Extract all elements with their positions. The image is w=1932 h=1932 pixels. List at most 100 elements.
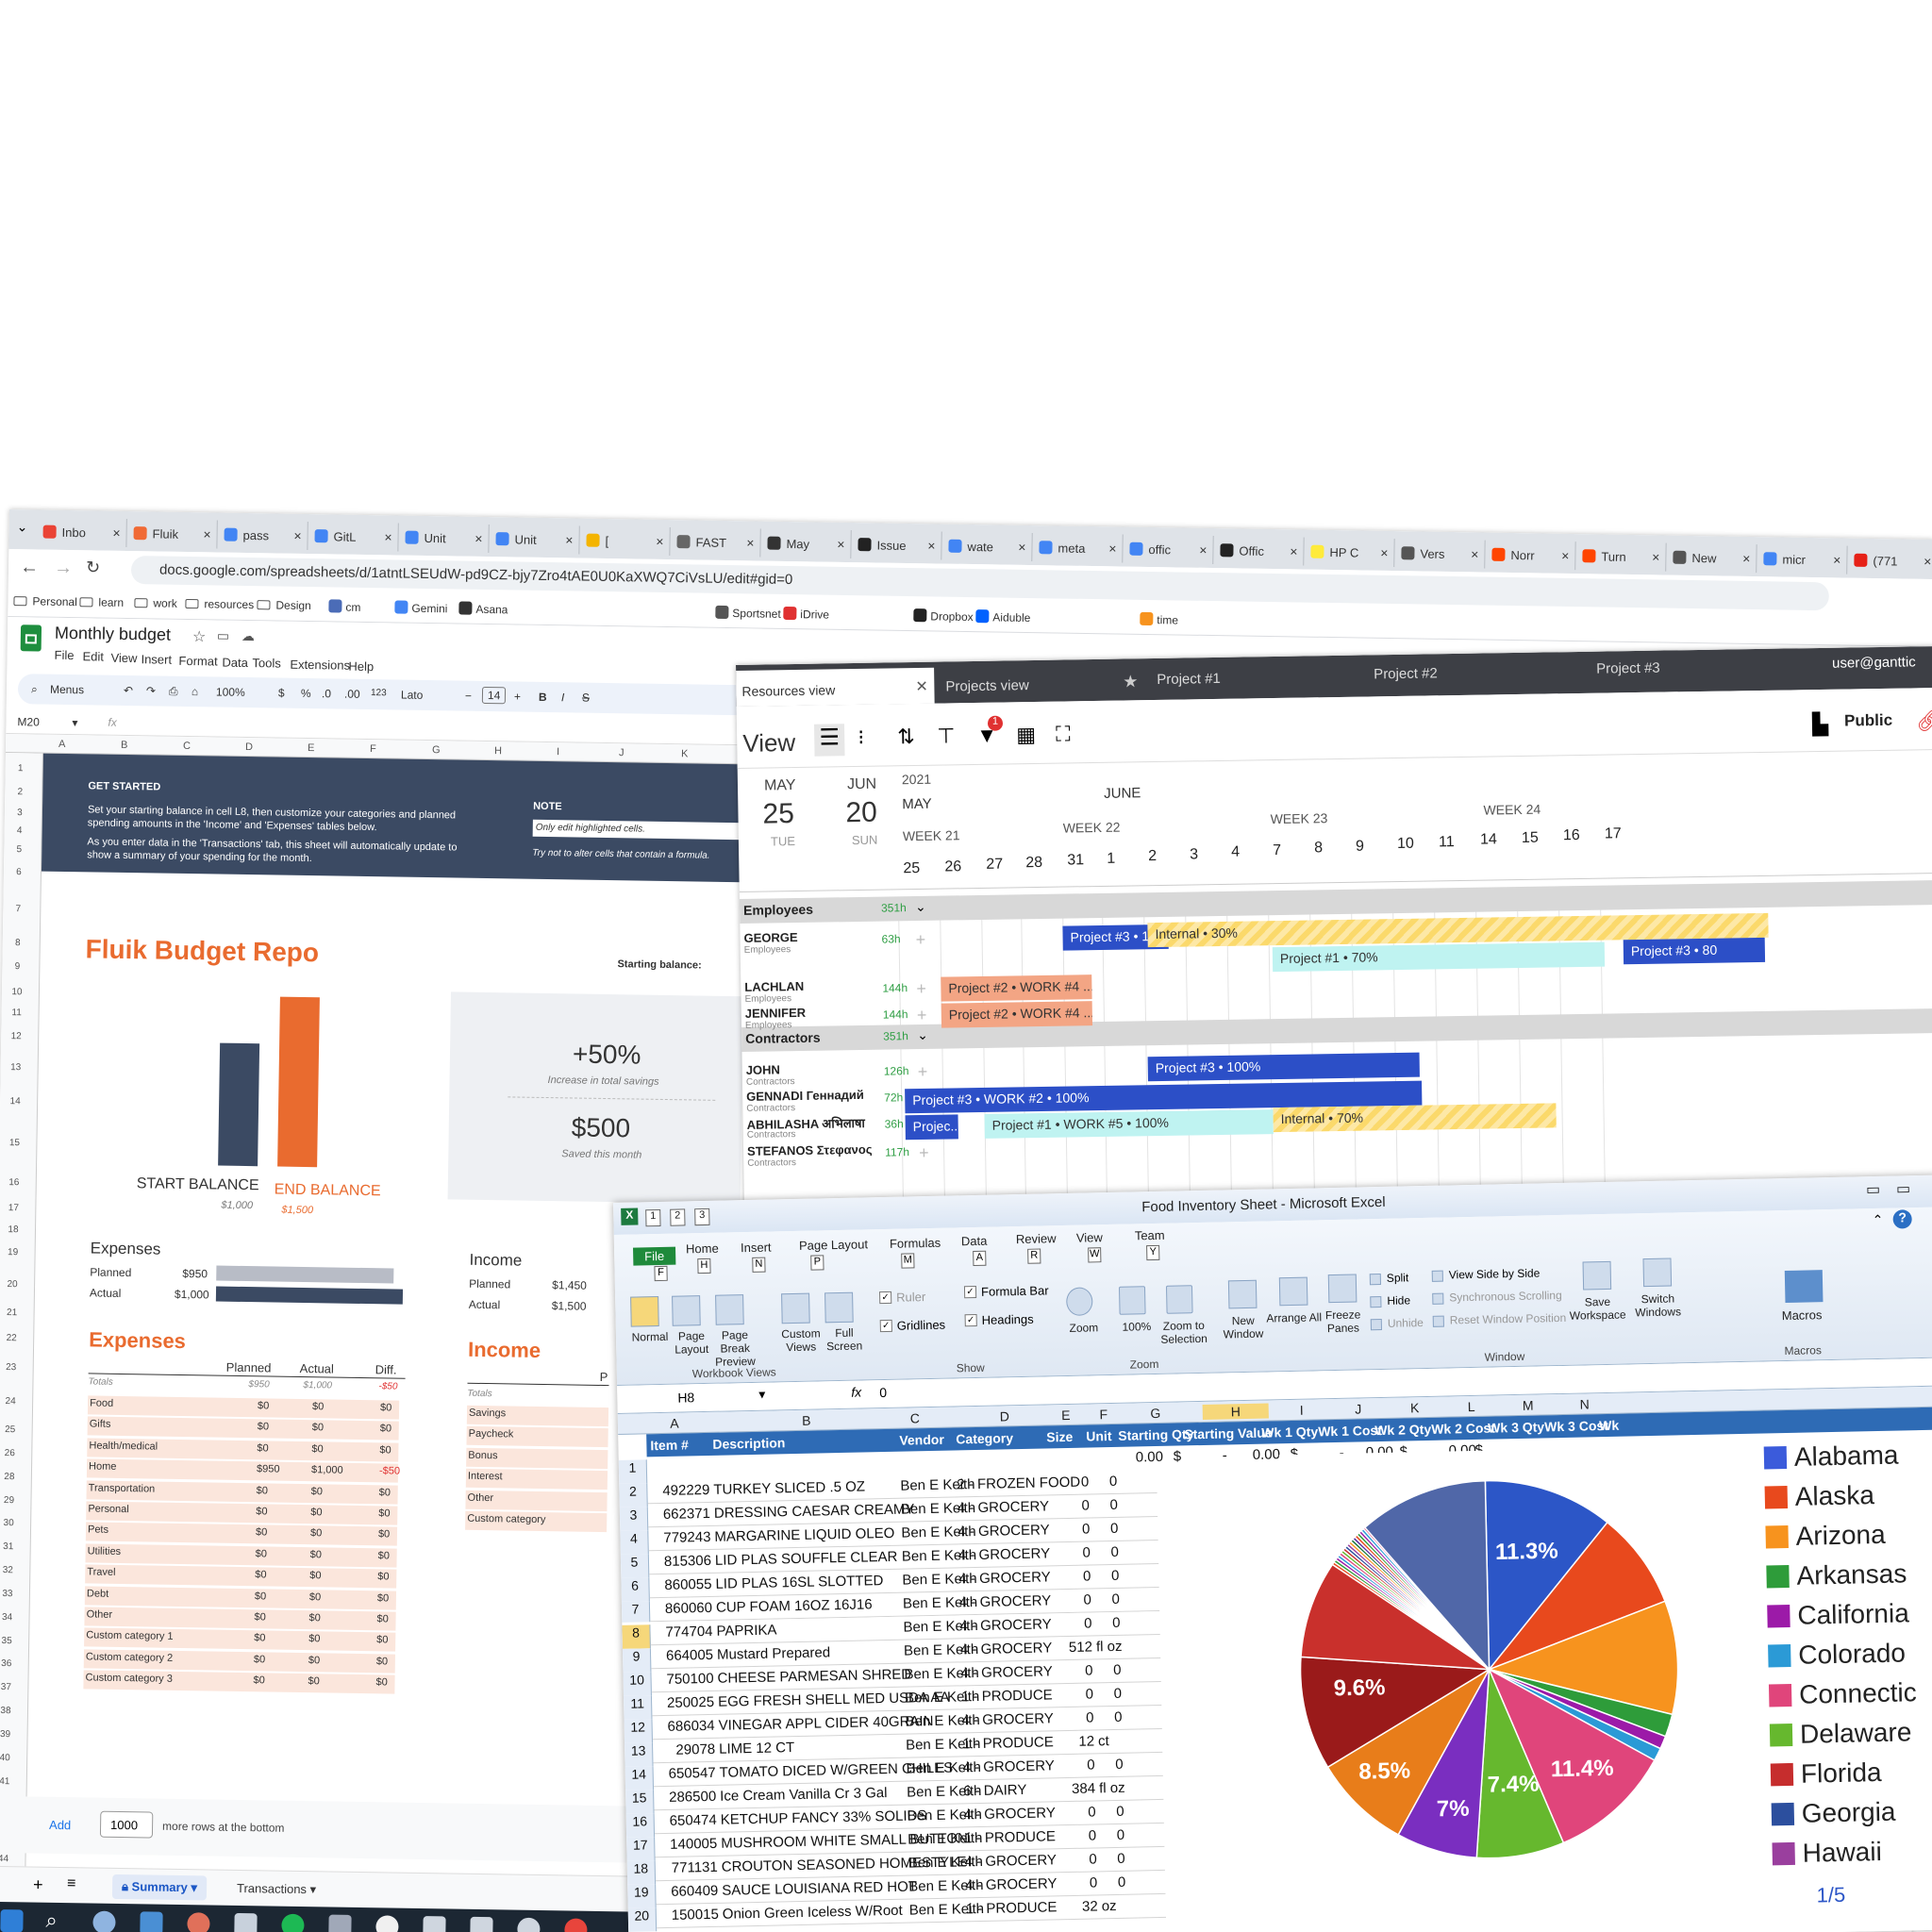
close-icon[interactable]: × <box>1018 539 1026 555</box>
show-option[interactable]: Gridlines <box>896 1317 946 1333</box>
size[interactable]: 12 <box>1078 1733 1095 1750</box>
ribbon-collapse-icon[interactable]: ⌃ <box>1872 1211 1884 1228</box>
expense-category[interactable]: Travel <box>87 1566 116 1579</box>
tab-project-1[interactable]: Project #1 <box>1157 670 1221 688</box>
window-2-icon[interactable] <box>1327 1274 1357 1304</box>
menu-file[interactable]: File <box>54 647 75 663</box>
ribbon-tab-team[interactable]: Team <box>1134 1227 1165 1243</box>
row-header[interactable]: 28 <box>4 1471 15 1482</box>
size[interactable]: 512 <box>1068 1639 1093 1656</box>
expense-category[interactable]: Pets <box>87 1524 109 1537</box>
zoom-button[interactable]: Zoom <box>1069 1321 1099 1335</box>
column-header[interactable]: J <box>1355 1401 1362 1417</box>
link-icon[interactable]: 🔗︎ <box>1915 708 1932 733</box>
redo-icon[interactable]: ↷ <box>145 684 157 698</box>
resource-name[interactable]: GENNADI Геннадий <box>746 1087 864 1104</box>
view-button[interactable]: Page Break Preview <box>715 1328 757 1369</box>
table-header[interactable]: Wk 2 Qty <box>1374 1421 1432 1439</box>
font-select[interactable]: Lato <box>400 688 424 702</box>
size[interactable]: 32 <box>1081 1898 1098 1915</box>
item-number[interactable]: 686034 <box>667 1717 715 1735</box>
description[interactable]: LIME 12 CT <box>718 1740 795 1757</box>
add-icon[interactable]: + <box>916 978 927 999</box>
search-icon[interactable]: ⌕ <box>45 1907 58 1932</box>
category[interactable]: 1 - PRODUCE <box>960 1687 1053 1706</box>
tab-summary[interactable]: 🔒︎ Summary ▾ <box>111 1874 208 1901</box>
row-header[interactable]: 8 <box>14 938 21 949</box>
undo-icon[interactable]: ↶ <box>123 683 134 698</box>
category[interactable]: 4 - GROCERY <box>959 1640 1053 1658</box>
ribbon-tab-home[interactable]: Home <box>685 1241 719 1257</box>
item-number[interactable]: 664005 <box>665 1646 714 1664</box>
category[interactable]: 4 - GROCERY <box>965 1875 1058 1894</box>
bookmark-item[interactable]: iDrive <box>783 606 829 622</box>
size[interactable]: 0 <box>1089 1874 1098 1891</box>
back-icon[interactable]: ← <box>19 557 40 578</box>
unit[interactable]: oz <box>1101 1897 1117 1915</box>
font-size-decrease[interactable]: − <box>464 689 473 703</box>
size[interactable]: 0 <box>1088 1827 1097 1844</box>
size[interactable]: 0 <box>1082 1568 1091 1585</box>
increase-decimal-button[interactable]: .00 <box>343 687 360 701</box>
unit[interactable]: 0 <box>1115 1756 1124 1773</box>
close-icon[interactable]: × <box>1199 541 1208 558</box>
bookmark-item[interactable]: resources <box>185 597 254 611</box>
browser-tab[interactable]: Issue× <box>852 530 942 560</box>
pie-slice[interactable] <box>1488 1666 1657 1844</box>
category[interactable]: 1 - PRODUCE <box>965 1899 1058 1918</box>
item-number[interactable]: 750100 <box>666 1670 714 1688</box>
ribbon-tab-formulas[interactable]: Formulas <box>889 1235 941 1251</box>
column-header[interactable]: M <box>1522 1397 1534 1413</box>
add-icon[interactable]: + <box>917 1061 928 1082</box>
pie-slice[interactable] <box>1325 1667 1492 1837</box>
row-header[interactable]: 40 <box>0 1752 10 1764</box>
category[interactable]: 4 - GROCERY <box>964 1852 1058 1871</box>
expense-category[interactable]: Other <box>86 1608 113 1621</box>
zoom-button[interactable]: Zoom to Selection <box>1160 1318 1208 1346</box>
view-button[interactable]: Full Screen <box>826 1325 863 1354</box>
income-category[interactable]: Custom category <box>467 1512 546 1526</box>
table-header[interactable]: Starting Qty <box>1118 1426 1194 1443</box>
app-icon[interactable] <box>92 1910 116 1932</box>
column-header[interactable]: I <box>1299 1402 1304 1418</box>
bookmark-item[interactable]: learn <box>79 595 124 609</box>
resource-name[interactable]: LACHLAN <box>744 978 805 994</box>
expense-planned[interactable]: $0 <box>253 1674 265 1687</box>
resource-name[interactable]: JOHN <box>745 1062 780 1077</box>
window-button[interactable]: Save Workspace <box>1569 1294 1626 1323</box>
size[interactable]: 0 <box>1084 1662 1093 1679</box>
browser-tab[interactable]: Fluik× <box>127 518 218 549</box>
browser-tab[interactable]: New× <box>1667 542 1757 574</box>
checkbox[interactable]: ✓ <box>963 1285 977 1299</box>
pie-slice[interactable] <box>1299 1561 1492 1674</box>
description[interactable]: KETCHUP FANCY 33% SOLIDS <box>720 1807 927 1828</box>
window-5-icon[interactable] <box>1370 1318 1383 1331</box>
legend-label[interactable]: Hawaii <box>1802 1836 1883 1868</box>
add-icon[interactable]: + <box>918 1142 929 1163</box>
row-header[interactable]: 39 <box>0 1729 11 1740</box>
user-account[interactable]: user@ganttic <box>1831 654 1916 672</box>
tab-transactions[interactable]: Transactions ▾ <box>236 1880 317 1897</box>
description[interactable]: CHEESE PARMESAN SHRED <box>717 1666 912 1687</box>
table-header[interactable]: Category <box>956 1430 1014 1447</box>
category[interactable]: 4 - GROCERY <box>958 1592 1052 1611</box>
unit[interactable]: 0 <box>1111 1614 1121 1632</box>
doc-title[interactable]: Monthly budget <box>54 623 172 644</box>
row1-value[interactable]: - <box>1222 1447 1227 1464</box>
column-header[interactable]: K <box>1409 1400 1420 1416</box>
menu-help[interactable]: Help <box>348 658 375 675</box>
window-10-icon[interactable] <box>1642 1257 1673 1288</box>
calculator-icon[interactable] <box>140 1911 163 1932</box>
row-header[interactable]: 21 <box>6 1307 18 1319</box>
table-header[interactable]: Unit <box>1086 1427 1112 1444</box>
size[interactable]: 0 <box>1081 1521 1091 1538</box>
row-header[interactable]: 34 <box>1 1611 13 1623</box>
row-header[interactable]: 1 <box>17 763 24 774</box>
column-header[interactable]: A <box>58 738 66 750</box>
pie-slice[interactable] <box>1299 1653 1491 1769</box>
app-icon[interactable] <box>517 1917 541 1932</box>
browser-tab[interactable]: Offic× <box>1214 536 1305 566</box>
close-icon[interactable]: × <box>1924 553 1932 570</box>
category[interactable]: 4 - GROCERY <box>958 1522 1050 1541</box>
add-sheet-button[interactable]: + <box>32 1874 43 1894</box>
